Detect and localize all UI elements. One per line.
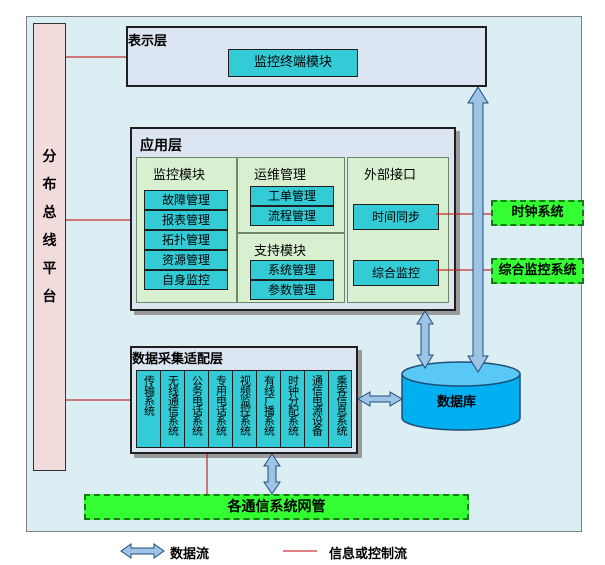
- data-acquisition-layer-title: 数据采集适配层: [132, 352, 224, 367]
- bus-char: 平: [42, 261, 57, 277]
- data-acquisition-layer: 数据采集适配层 传输系统 无线通信系统 公务电话系统 专用电话系统 视频监控系统…: [130, 346, 358, 454]
- data-column: 通信电源设备: [305, 371, 329, 447]
- presentation-layer: 表示层 监控终端模块: [126, 26, 487, 87]
- data-system-columns: 传输系统 无线通信系统 公务电话系统 专用电话系统 视频监控系统 有线广播系统 …: [136, 370, 352, 448]
- comm-network-management: 各通信系统网管: [84, 494, 469, 520]
- bus-char: 布: [42, 177, 57, 193]
- external-interface: 外部接口 时间同步 综合监控: [347, 157, 449, 303]
- external-interface-title: 外部接口: [364, 168, 417, 183]
- dataflow-arrow-application-db: [416, 310, 434, 369]
- presentation-layer-title: 表示层: [128, 34, 168, 49]
- clock-system: 时钟系统: [491, 200, 584, 226]
- data-column: 乘客信息系统: [335, 375, 348, 435]
- support-module-title: 支持模块: [254, 244, 307, 259]
- database-label: 数据库: [437, 395, 477, 410]
- resource-management: 资源管理: [144, 250, 228, 270]
- bus-char: 台: [42, 289, 57, 305]
- support-module: 支持模块 系统管理 参数管理: [237, 233, 345, 303]
- data-column: 传输系统: [137, 371, 161, 447]
- topology-management: 拓扑管理: [144, 230, 228, 250]
- legend-dataflow-arrow: [120, 543, 165, 559]
- monitoring-module: 监控模块 故障管理 报表管理 拓扑管理 资源管理 自身监控: [136, 157, 237, 303]
- legend-dataflow-label: 数据流: [170, 547, 210, 562]
- legend-infoflow-label: 信息或控制流: [329, 547, 408, 562]
- monitor-terminal-module: 监控终端模块: [228, 49, 358, 77]
- fault-management: 故障管理: [144, 190, 228, 210]
- application-layer-title: 应用层: [140, 138, 182, 154]
- data-column: 视频监控系统: [233, 371, 257, 447]
- data-column: 时钟分配系统: [281, 371, 305, 447]
- application-layer: 应用层 监控模块 故障管理 报表管理 拓扑管理 资源管理 自身监控 运维管理 工…: [130, 127, 456, 311]
- integrated-monitoring-system: 综合监控系统: [491, 258, 584, 284]
- dataflow-arrow-presentation-db: [467, 86, 489, 373]
- data-column: 有线广播系统: [257, 371, 281, 447]
- integrated-monitoring: 综合监控: [353, 260, 439, 286]
- dataflow-arrow-datalayer-network: [263, 453, 281, 495]
- bus-char: 分: [42, 149, 57, 165]
- ops-management-title: 运维管理: [254, 168, 307, 183]
- data-column: 公务电话系统: [185, 371, 209, 447]
- distributed-bus-platform: 分 布 总 线 平 台: [33, 23, 66, 471]
- data-column: 无线通信系统: [161, 371, 185, 447]
- system-management: 系统管理: [250, 260, 334, 280]
- bus-char: 总: [42, 205, 57, 221]
- time-sync: 时间同步: [353, 204, 439, 230]
- process-management: 流程管理: [250, 206, 334, 226]
- database-cylinder: [401, 361, 521, 431]
- report-management: 报表管理: [144, 210, 228, 230]
- bus-char: 线: [42, 233, 57, 249]
- monitoring-module-title: 监控模块: [153, 168, 206, 183]
- self-monitoring: 自身监控: [144, 270, 228, 290]
- work-order-management: 工单管理: [250, 186, 334, 206]
- dataflow-arrow-datalayer-db: [357, 391, 403, 407]
- ops-management: 运维管理 工单管理 流程管理: [237, 157, 345, 233]
- parameter-management: 参数管理: [250, 280, 334, 300]
- data-column: 专用电话系统: [209, 371, 233, 447]
